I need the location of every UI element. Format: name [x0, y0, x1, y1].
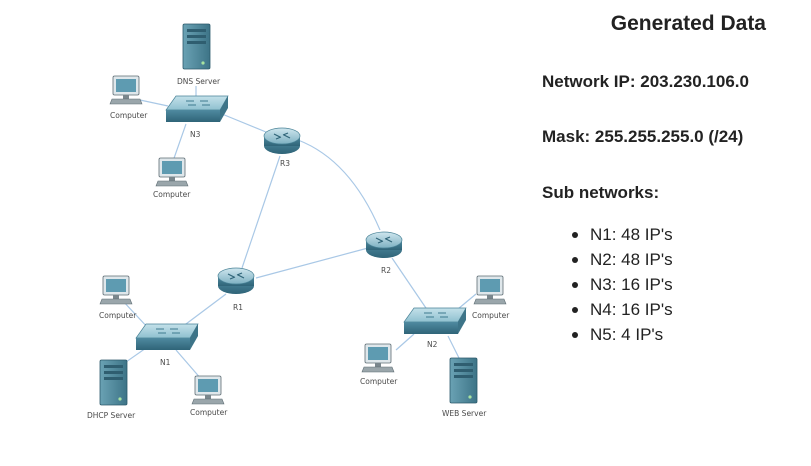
web-server-label: WEB Server: [442, 409, 487, 418]
n2-computer-right-label: Computer: [472, 311, 510, 320]
subnet-item: N3: 16 IP's: [568, 275, 673, 300]
n3-computer-bottom-icon[interactable]: [155, 157, 189, 187]
n3-computer-top-icon[interactable]: [109, 75, 143, 105]
n3-computer-top-label: Computer: [110, 111, 148, 120]
subnet-item: N4: 16 IP's: [568, 300, 673, 325]
link-n3-r3: [221, 113, 267, 133]
bullet-icon: [572, 257, 578, 263]
generated-data-panel: Generated Data Network IP: 203.230.106.0…: [540, 0, 800, 466]
n3-switch-icon[interactable]: [165, 95, 229, 122]
bullet-icon: [572, 307, 578, 313]
link-pc-n1-bottom: [175, 349, 203, 381]
r1-router-icon[interactable]: [217, 267, 255, 294]
n2-computer-left-label: Computer: [360, 377, 398, 386]
dhcp-server-label: DHCP Server: [87, 411, 136, 420]
n2-switch-icon[interactable]: [403, 307, 467, 334]
network-links: [121, 86, 477, 381]
subnet-item-label: N2: 48 IP's: [590, 250, 673, 269]
subnets-heading: Sub networks:: [542, 183, 660, 202]
bullet-icon: [572, 232, 578, 238]
subnet-item-label: N5: 4 IP's: [590, 325, 664, 344]
dns-server-icon[interactable]: [182, 23, 211, 70]
subnet-item-label: N3: 16 IP's: [590, 275, 673, 294]
link-dhcp-n1: [125, 347, 147, 363]
panel-title: Generated Data: [610, 12, 766, 35]
subnet-item: N1: 48 IP's: [568, 225, 673, 250]
network-ip-text: Network IP: 203.230.106.0: [542, 72, 749, 91]
link-r2-n2: [391, 257, 431, 315]
dhcp-server-icon[interactable]: [99, 359, 128, 406]
r1-router-label: R1: [233, 303, 243, 312]
n3-computer-bottom-label: Computer: [153, 190, 191, 199]
n2-computer-left-icon[interactable]: [361, 343, 395, 373]
dns-server-label: DNS Server: [177, 77, 221, 86]
subnet-list: N1: 48 IP's N2: 48 IP's N3: 16 IP's N4: …: [568, 225, 673, 350]
subnet-item-label: N1: 48 IP's: [590, 225, 673, 244]
n1-computer-top-label: Computer: [99, 311, 137, 320]
n2-computer-right-icon[interactable]: [473, 275, 507, 305]
r2-router-label: R2: [381, 266, 391, 275]
bullet-icon: [572, 332, 578, 338]
n2-switch-label: N2: [427, 340, 438, 349]
subnet-item-label: N4: 16 IP's: [590, 300, 673, 319]
link-r3-r2: [297, 139, 381, 231]
mask-text: Mask: 255.255.255.0 (/24): [542, 127, 744, 146]
n1-switch-label: N1: [160, 358, 171, 367]
r2-router-icon[interactable]: [365, 231, 403, 258]
web-server-icon[interactable]: [449, 357, 478, 404]
link-pc-n2-left: [395, 333, 415, 351]
link-web-n2: [447, 335, 461, 361]
subnet-item: N2: 48 IP's: [568, 250, 673, 275]
r3-router-icon[interactable]: [263, 127, 301, 154]
link-r1-r2: [255, 247, 369, 279]
r3-router-label: R3: [280, 159, 290, 168]
link-pc-n3-top: [139, 99, 169, 107]
n3-switch-label: N3: [190, 130, 201, 139]
n1-switch-icon[interactable]: [135, 323, 199, 350]
link-pc-n3-bottom: [171, 123, 187, 165]
bullet-icon: [572, 282, 578, 288]
link-r3-r1: [241, 155, 281, 269]
n1-computer-bottom-icon[interactable]: [191, 375, 225, 405]
n1-computer-top-icon[interactable]: [99, 275, 133, 305]
n1-computer-bottom-label: Computer: [190, 408, 228, 417]
subnet-item: N5: 4 IP's: [568, 325, 673, 350]
